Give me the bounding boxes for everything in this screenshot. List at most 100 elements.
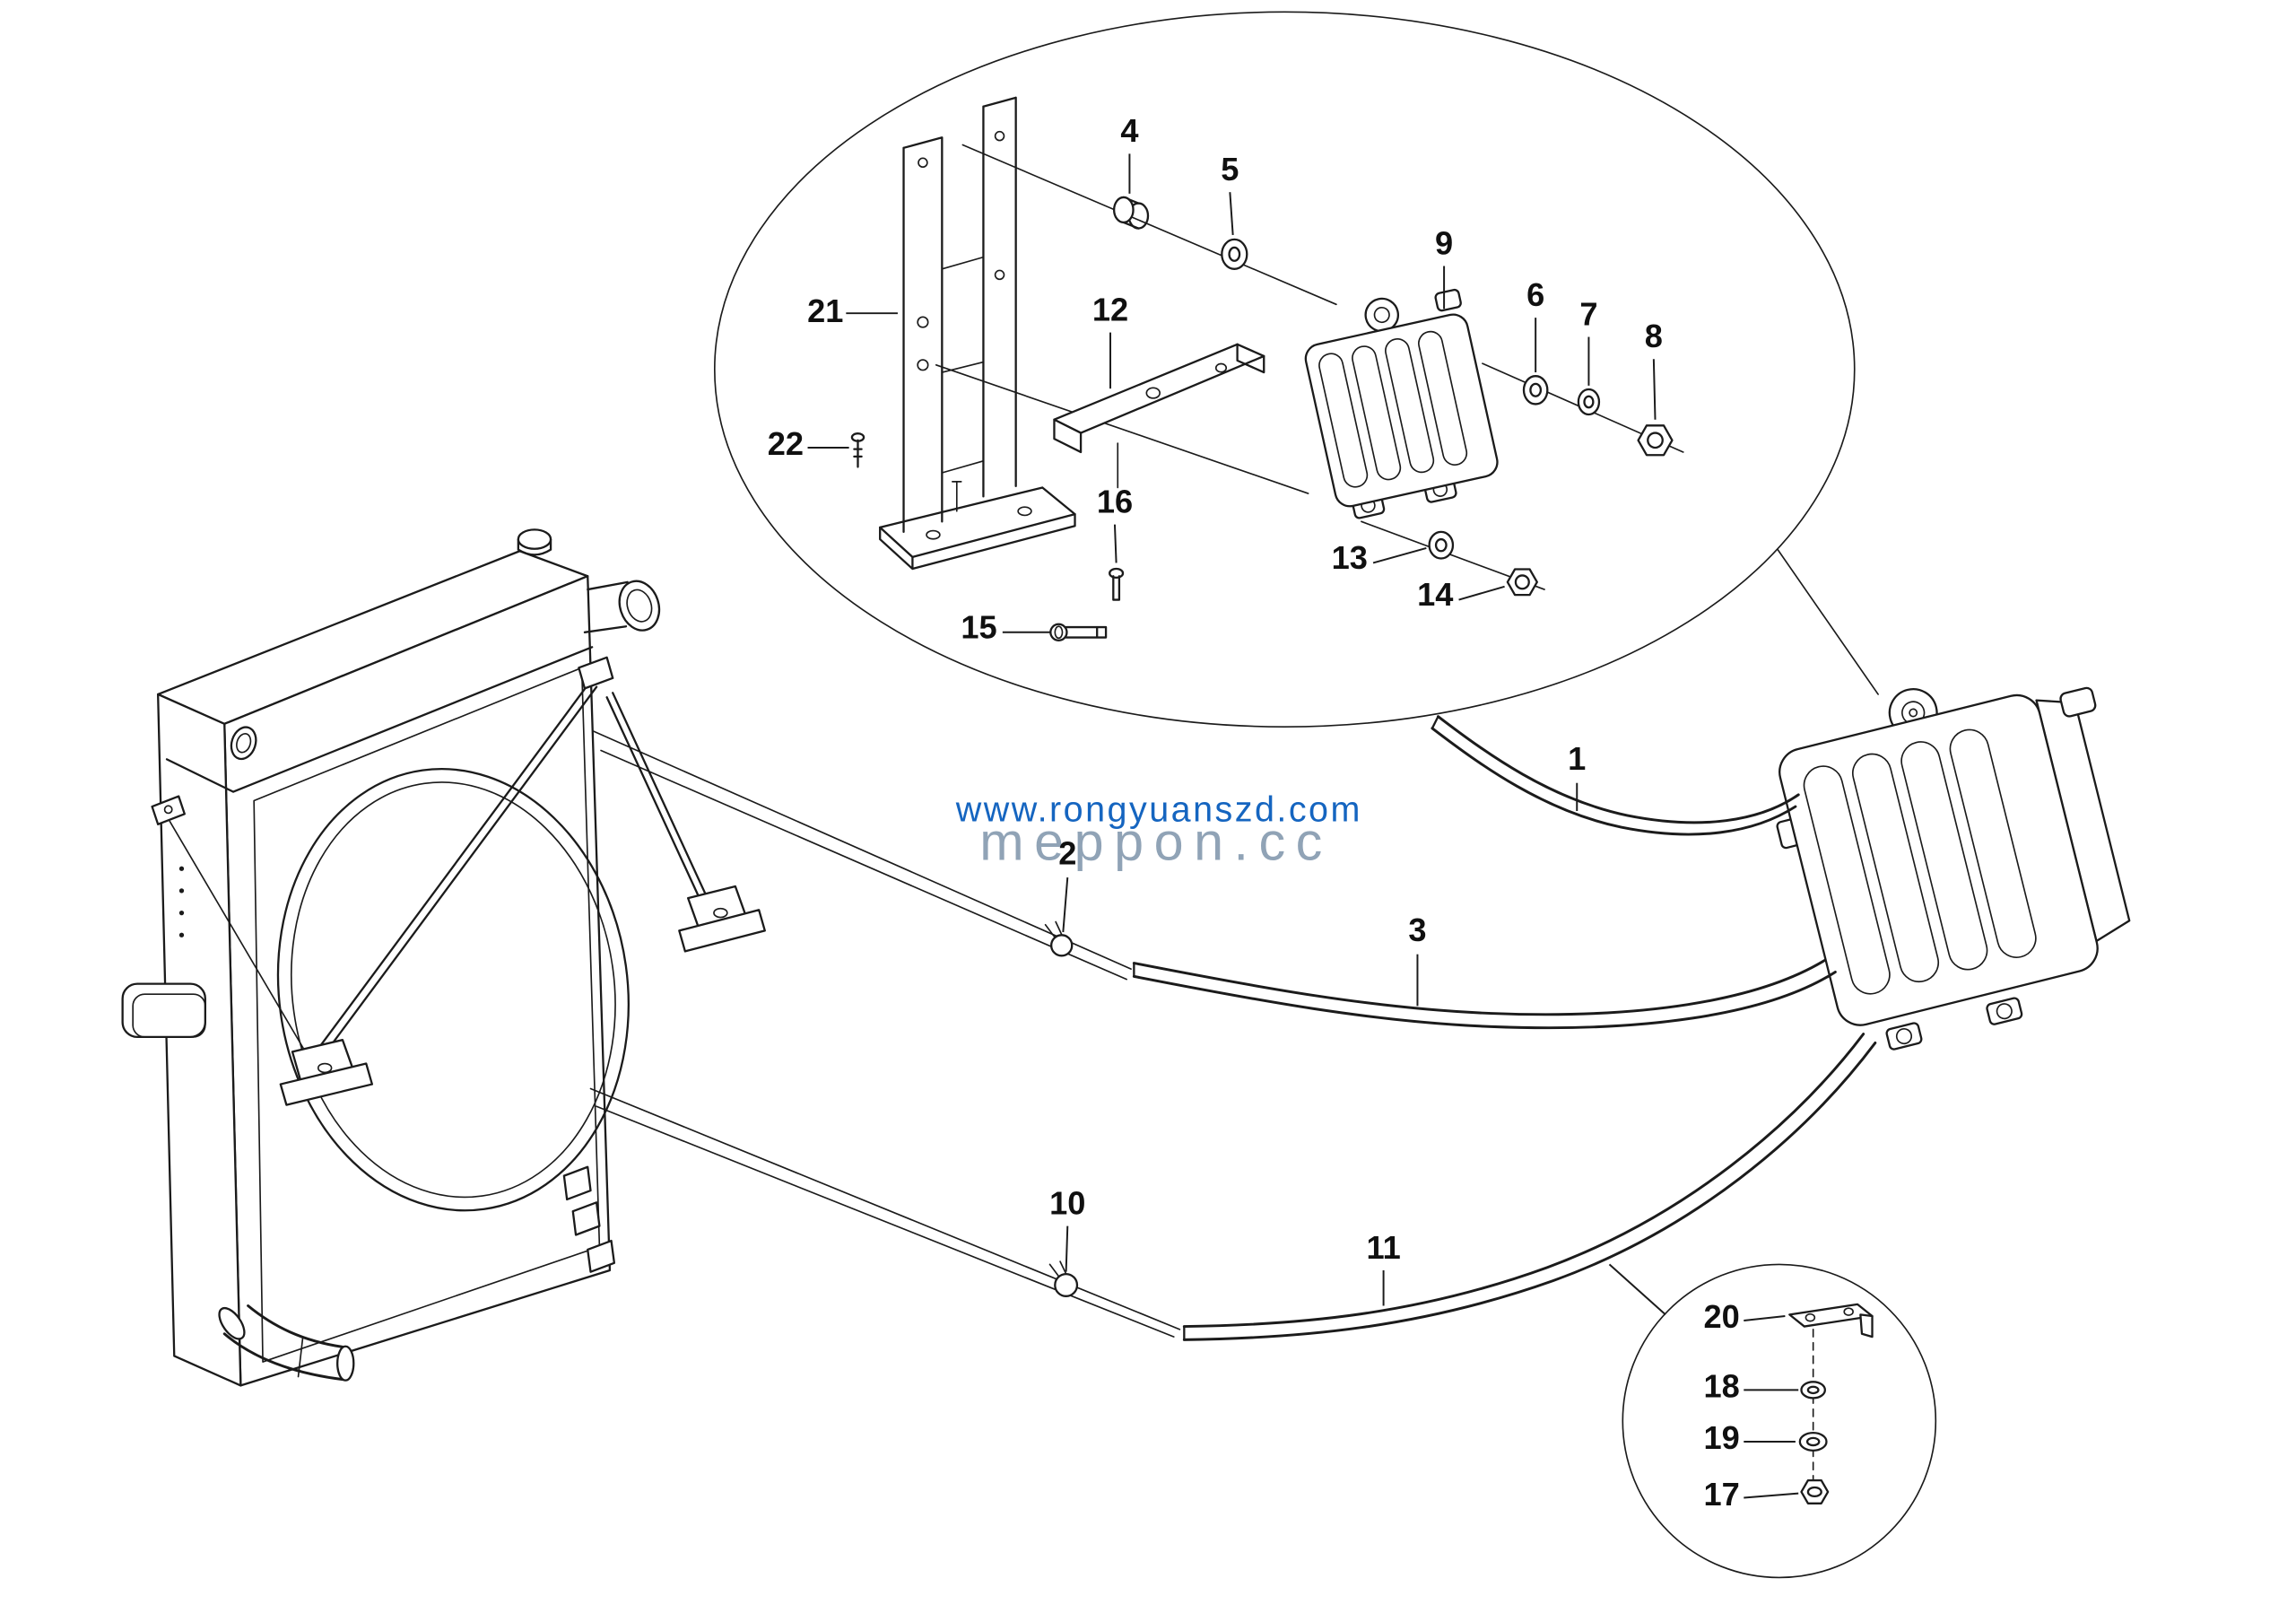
callout-9: 9: [1435, 224, 1453, 261]
detail-bubble-pointer-line: [1777, 548, 1879, 695]
callout-7: 7: [1579, 295, 1597, 332]
callout-18: 18: [1703, 1368, 1739, 1405]
bottom-elbow-hose: [218, 1304, 355, 1382]
leader-16: [1113, 524, 1118, 563]
detail-circle-outline: [1622, 1263, 1937, 1579]
callout-19: 19: [1703, 1419, 1739, 1456]
bracket-20: [1788, 1303, 1874, 1339]
stay-rod-left: [169, 820, 309, 1056]
tank-right-foot: [1885, 1022, 1923, 1051]
leader-2: [1062, 877, 1069, 933]
stay-rod-upper: [315, 656, 614, 1060]
radiator-outlet-pipe: [583, 580, 661, 633]
leader-17: [1744, 1492, 1799, 1499]
expansion-tank-right: [1776, 686, 2131, 1051]
tank9-rib: [1352, 345, 1402, 481]
washer-5: [1221, 238, 1248, 270]
stay-foot-right: [678, 885, 766, 953]
support-bracket-12: [1053, 343, 1265, 454]
leader-13: [1372, 547, 1427, 564]
washer-6: [1522, 375, 1549, 406]
tank-right-rib: [1803, 765, 1891, 995]
spacer-4: [1112, 196, 1150, 230]
washer-13: [1428, 530, 1455, 560]
tank9-rib: [1318, 353, 1369, 488]
leader-detail-circle: [1608, 1263, 1666, 1316]
corner-bracket: [151, 795, 186, 825]
callout-16: 16: [1097, 483, 1133, 519]
tank9-top-cap: [1434, 288, 1462, 312]
detail-bubble: [713, 11, 1879, 728]
hose-1: [1431, 715, 1800, 836]
callout-1: 1: [1568, 740, 1586, 777]
handle-bracket: [121, 982, 206, 1039]
callout-14: 14: [1417, 576, 1453, 613]
tank9-rib: [1385, 338, 1435, 474]
hose-clamp-2: [1044, 920, 1074, 957]
radiator-left-port: [230, 726, 257, 761]
nut-17: [1800, 1478, 1830, 1504]
watermark-domain-text: meppon.cc: [979, 811, 1333, 871]
leader-20: [1744, 1315, 1786, 1321]
tank-right-rib: [1900, 741, 1988, 971]
fan-shroud: [276, 768, 630, 1212]
leader-10: [1065, 1225, 1069, 1272]
post-stud: [952, 481, 962, 512]
fan-shroud-inner-ring: [290, 781, 616, 1199]
callout-12: 12: [1092, 291, 1128, 327]
callout-8: 8: [1645, 318, 1663, 354]
callout-5: 5: [1221, 151, 1239, 187]
callout-11: 11: [1366, 1229, 1400, 1266]
nut-8: [1637, 424, 1674, 457]
stay-foot-left: [279, 1039, 374, 1106]
callout-15: 15: [961, 608, 996, 645]
callout-13: 13: [1332, 539, 1368, 576]
bolt-16: [1109, 567, 1125, 601]
radiator-top-tank-line: [165, 646, 594, 793]
pipe-lower: [589, 1087, 1181, 1338]
leader-8: [1652, 359, 1657, 420]
hose-3: [1132, 958, 1837, 1030]
callout-labels: 1 2 3 4 5 6 7 8 9 10 11 12 13 14 15 16 1…: [768, 112, 1740, 1513]
expansion-tank-9: [1304, 288, 1499, 519]
callout-21: 21: [807, 292, 843, 329]
tank9-rib: [1418, 330, 1468, 466]
radiator-assembly: [121, 528, 766, 1387]
tank-right-rib: [1949, 728, 2037, 958]
washer-7: [1577, 388, 1601, 416]
post-base-plate: [879, 486, 1076, 558]
stay-rod-right: [605, 692, 710, 907]
fan-shroud-outer-ring: [276, 768, 630, 1212]
nut-14: [1506, 568, 1538, 597]
leader-5: [1229, 192, 1234, 236]
callout-leader-lines: [807, 153, 1799, 1499]
lower-mount-brackets: [562, 1165, 616, 1273]
hoses-and-pipes: [589, 715, 1877, 1341]
callout-17: 17: [1703, 1476, 1739, 1513]
watermark-url-text: www.rongyuanszd.com: [955, 790, 1362, 830]
callout-10: 10: [1049, 1184, 1085, 1221]
detail-circle: [1622, 1263, 1937, 1579]
radiator-left-face: [157, 693, 242, 1387]
callout-6: 6: [1526, 276, 1544, 313]
detail-bubble-ellipse: [713, 11, 1856, 728]
callout-22: 22: [768, 425, 804, 462]
tank-right-top-cap: [2059, 686, 2097, 718]
tank-right-foot: [1986, 997, 2023, 1025]
screw-22: [850, 432, 865, 468]
callout-2: 2: [1058, 834, 1076, 871]
leader-14: [1458, 585, 1505, 601]
hose-clamp-10: [1048, 1260, 1079, 1297]
rivet-dots: [178, 866, 185, 937]
radiator-filler-cap: [517, 528, 552, 556]
tank-right-rib: [1852, 753, 1940, 983]
hose-11: [1182, 1033, 1877, 1341]
tank9-body: [1304, 313, 1499, 508]
callout-3: 3: [1408, 911, 1426, 948]
bolt-15: [1049, 623, 1108, 642]
pipe-upper: [592, 730, 1132, 981]
callout-4: 4: [1120, 112, 1138, 149]
callout-20: 20: [1703, 1298, 1739, 1335]
washer-18: [1800, 1381, 1826, 1400]
